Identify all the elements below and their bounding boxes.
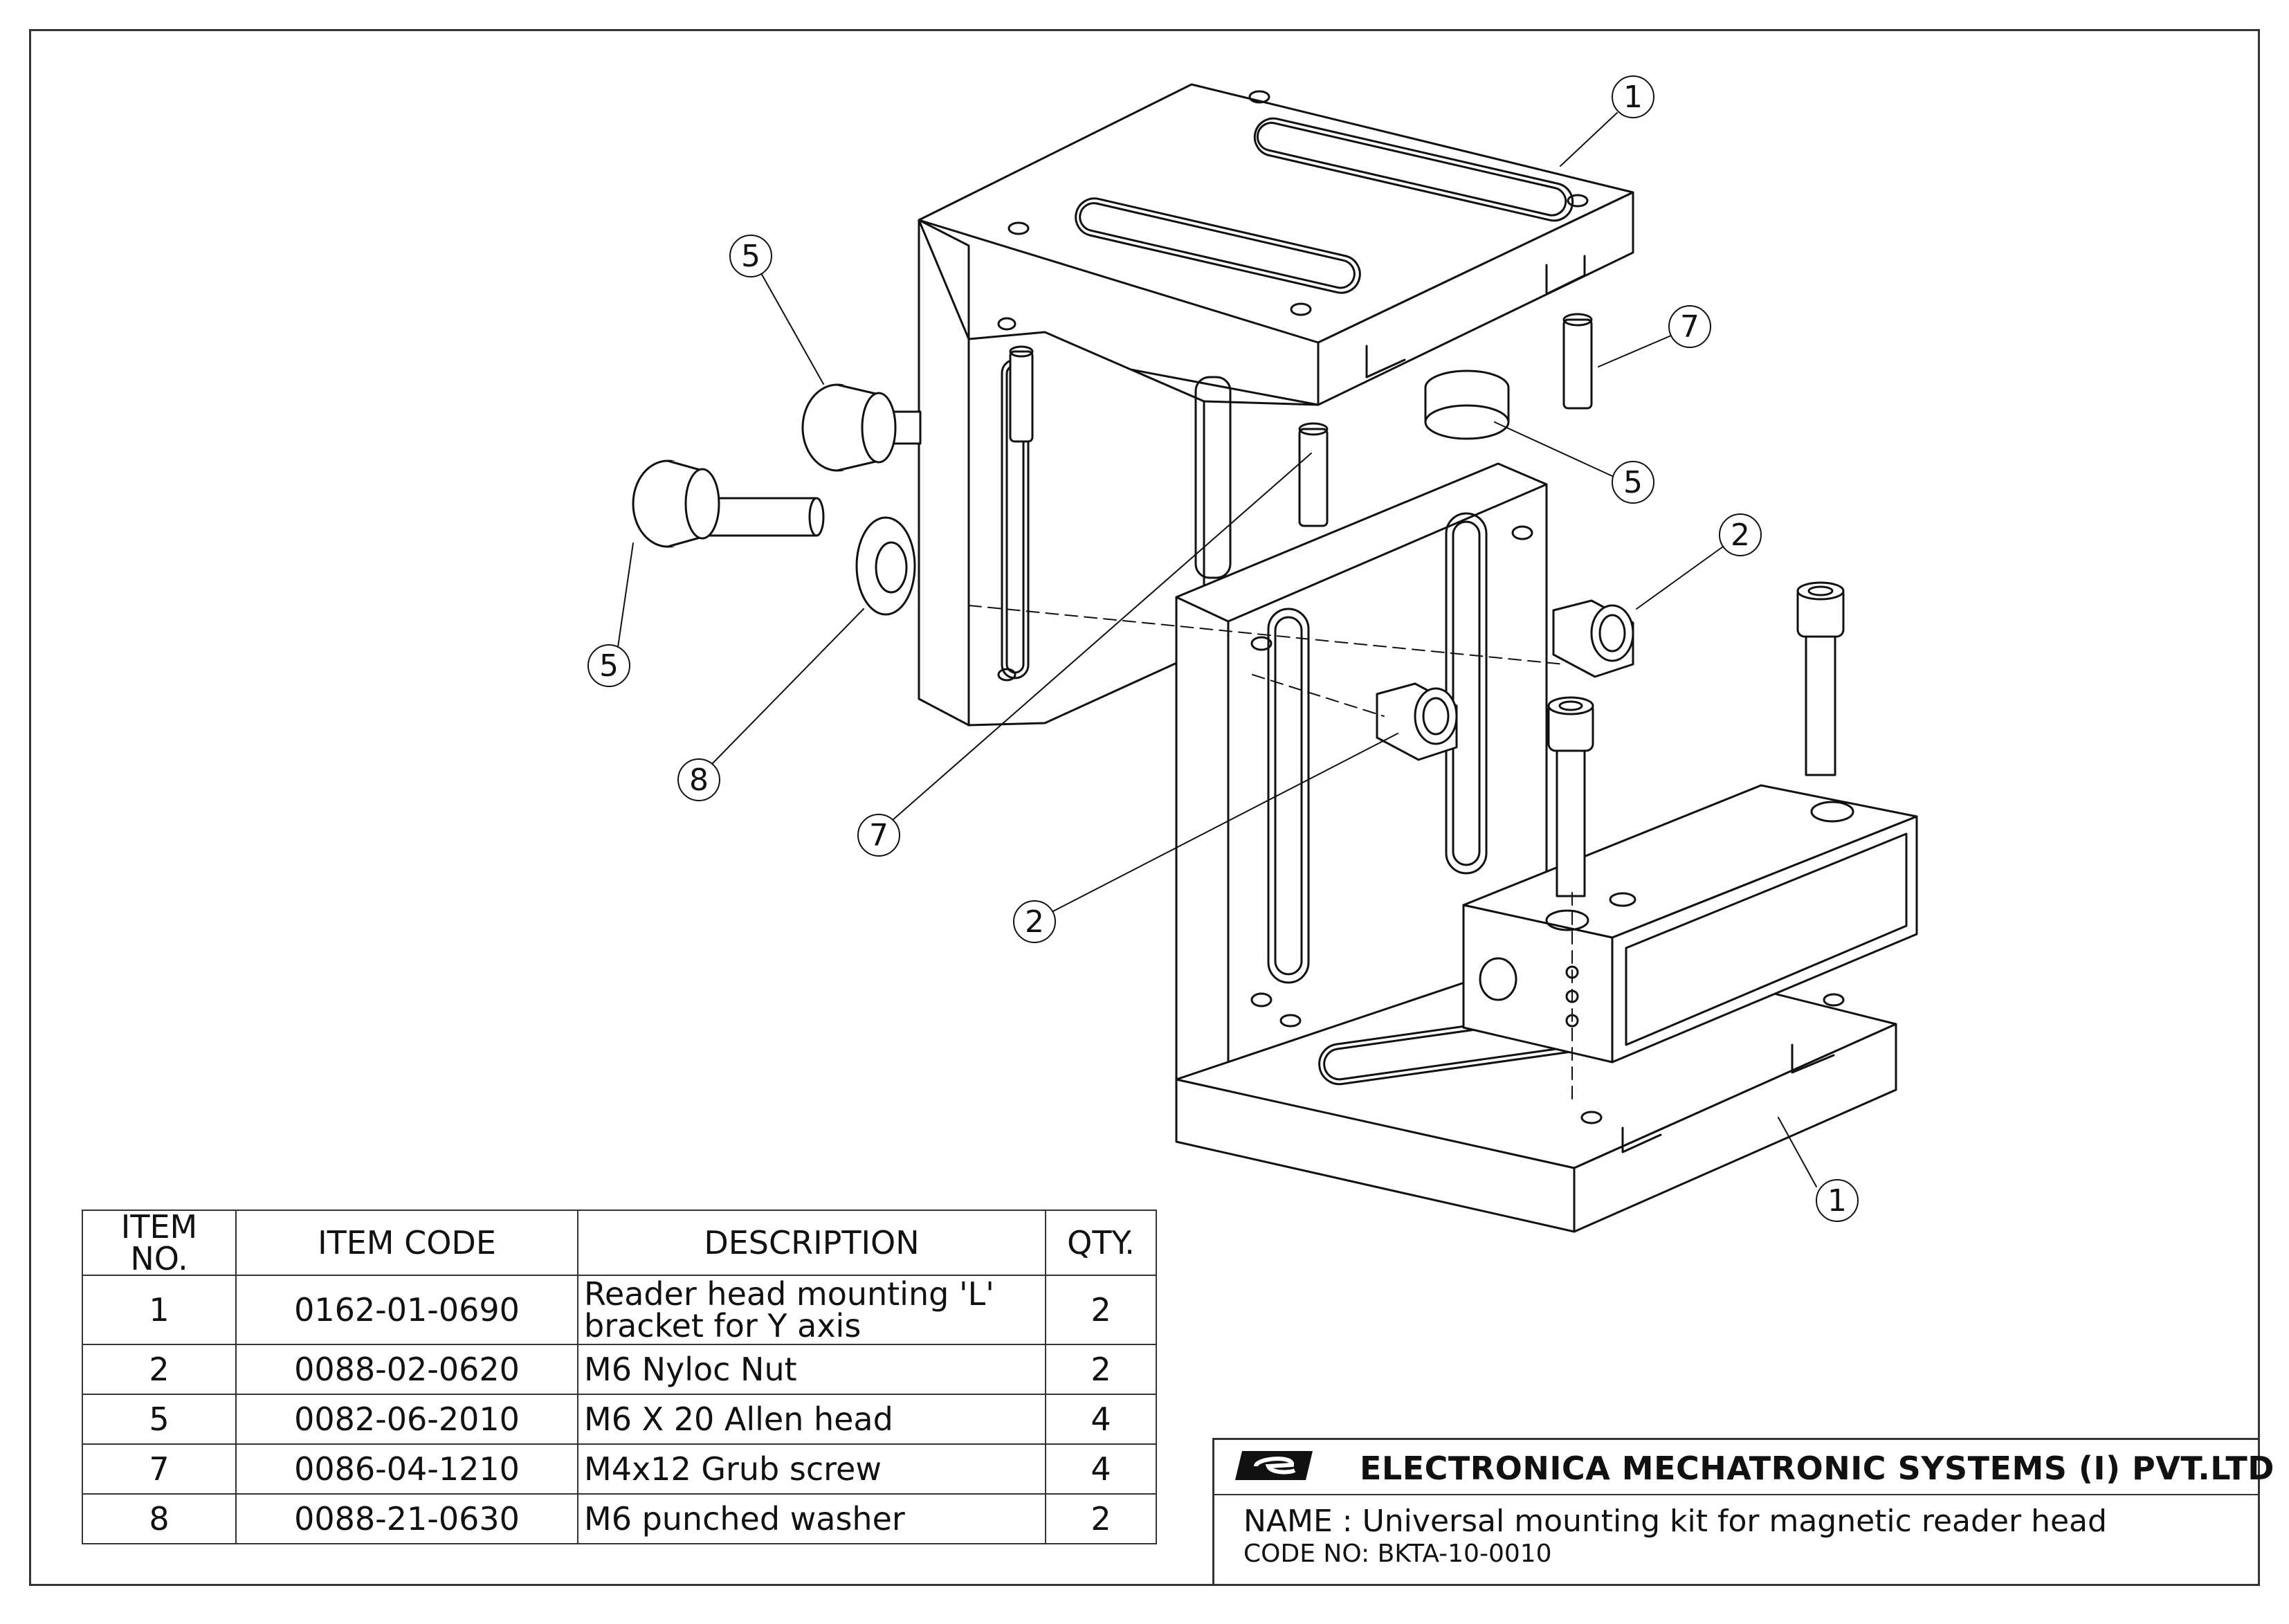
- cell-item-code: 0082-06-2010: [235, 1394, 578, 1445]
- cell-item-no: 2: [82, 1344, 237, 1395]
- cell-item-no: 1: [82, 1275, 237, 1345]
- cell-qty: 2: [1045, 1344, 1157, 1395]
- nyloc-nut-right: [1552, 599, 1634, 678]
- cell-item-code: 0086-04-1210: [235, 1443, 578, 1495]
- balloon-8: 8: [689, 763, 709, 798]
- upper-l-bracket: [918, 83, 1634, 727]
- grub-screw-right: [1562, 313, 1593, 410]
- cell-item-code: 0162-01-0690: [235, 1275, 578, 1345]
- company-row: ELECTRONICA MECHATRONIC SYSTEMS (I) PVT.…: [1214, 1440, 2274, 1495]
- name-label: NAME :: [1243, 1504, 1353, 1539]
- cell-description: Reader head mounting 'L' bracket for Y a…: [577, 1275, 1046, 1345]
- allen-screw-under-plate: [1424, 369, 1510, 440]
- table-row: 2 0088-02-0620 M6 Nyloc Nut 2: [82, 1344, 1157, 1395]
- balloon-5-upper: 5: [741, 239, 760, 274]
- allen-screw-block-right: [1796, 581, 1845, 776]
- header-description: DESCRIPTION: [577, 1210, 1046, 1276]
- punched-washer: [855, 516, 916, 616]
- reader-head-block: [1462, 784, 1918, 1064]
- cell-item-no: 7: [82, 1443, 237, 1495]
- allen-screw-left-upper: [801, 383, 922, 472]
- cell-item-no: 8: [82, 1493, 237, 1544]
- cell-qty: 2: [1045, 1275, 1157, 1345]
- company-name: ELECTRONICA MECHATRONIC SYSTEMS (I) PVT.…: [1360, 1450, 2274, 1487]
- cell-item-code: 0088-02-0620: [235, 1344, 578, 1395]
- cell-description: M6 X 20 Allen head: [577, 1394, 1046, 1445]
- balloon-2-right: 2: [1731, 518, 1750, 553]
- balloon-7-lower: 7: [869, 818, 888, 853]
- header-item-code: ITEM CODE: [235, 1210, 578, 1276]
- balloon-7-right: 7: [1680, 309, 1699, 345]
- cell-description: M6 punched washer: [577, 1493, 1046, 1544]
- bill-of-materials: ITEM NO. ITEM CODE DESCRIPTION QTY. 1 01…: [82, 1210, 1157, 1544]
- balloon-5-left: 5: [599, 648, 619, 684]
- title-block: ELECTRONICA MECHATRONIC SYSTEMS (I) PVT.…: [1212, 1438, 2274, 1586]
- table-row: 7 0086-04-1210 M4x12 Grub screw 4: [82, 1443, 1157, 1495]
- balloon-2-lower: 2: [1025, 904, 1044, 940]
- cell-qty: 2: [1045, 1493, 1157, 1544]
- company-logo-icon: [1235, 1451, 1313, 1480]
- cell-description: M6 Nyloc Nut: [577, 1344, 1046, 1395]
- table-row: 1 0162-01-0690 Reader head mounting 'L' …: [82, 1275, 1157, 1345]
- drawing-name: NAME : Universal mounting kit for magnet…: [1243, 1504, 2107, 1539]
- allen-screw-left-lower: [632, 459, 825, 548]
- header-qty: QTY.: [1045, 1210, 1157, 1276]
- balloon-1-bottom: 1: [1827, 1183, 1847, 1219]
- code-label: CODE NO:: [1243, 1540, 1370, 1568]
- code-value: BKTA-10-0010: [1377, 1540, 1552, 1568]
- drawing-code: CODE NO: BKTA-10-0010: [1243, 1540, 1552, 1568]
- cell-qty: 4: [1045, 1394, 1157, 1445]
- cell-item-no: 5: [82, 1394, 237, 1445]
- cell-qty: 4: [1045, 1443, 1157, 1495]
- allen-screw-block-left: [1547, 696, 1594, 897]
- table-row: 5 0082-06-2010 M6 X 20 Allen head 4: [82, 1394, 1157, 1445]
- balloon-5-right: 5: [1623, 465, 1643, 500]
- name-value: Universal mounting kit for magnetic read…: [1362, 1504, 2107, 1539]
- centerlines: [968, 605, 1573, 1101]
- header-item-no: ITEM NO.: [82, 1210, 237, 1276]
- nyloc-nut-left: [1376, 682, 1458, 761]
- table-row: 8 0088-21-0630 M6 punched washer 2: [82, 1493, 1157, 1544]
- cell-item-code: 0088-21-0630: [235, 1493, 578, 1544]
- drawing-frame: [29, 29, 2260, 1586]
- cell-description: M4x12 Grub screw: [577, 1443, 1046, 1495]
- balloon-1-top: 1: [1623, 80, 1643, 115]
- callout-balloons: 1 5 7 5 2 5 8 7 2 1: [587, 75, 1859, 1222]
